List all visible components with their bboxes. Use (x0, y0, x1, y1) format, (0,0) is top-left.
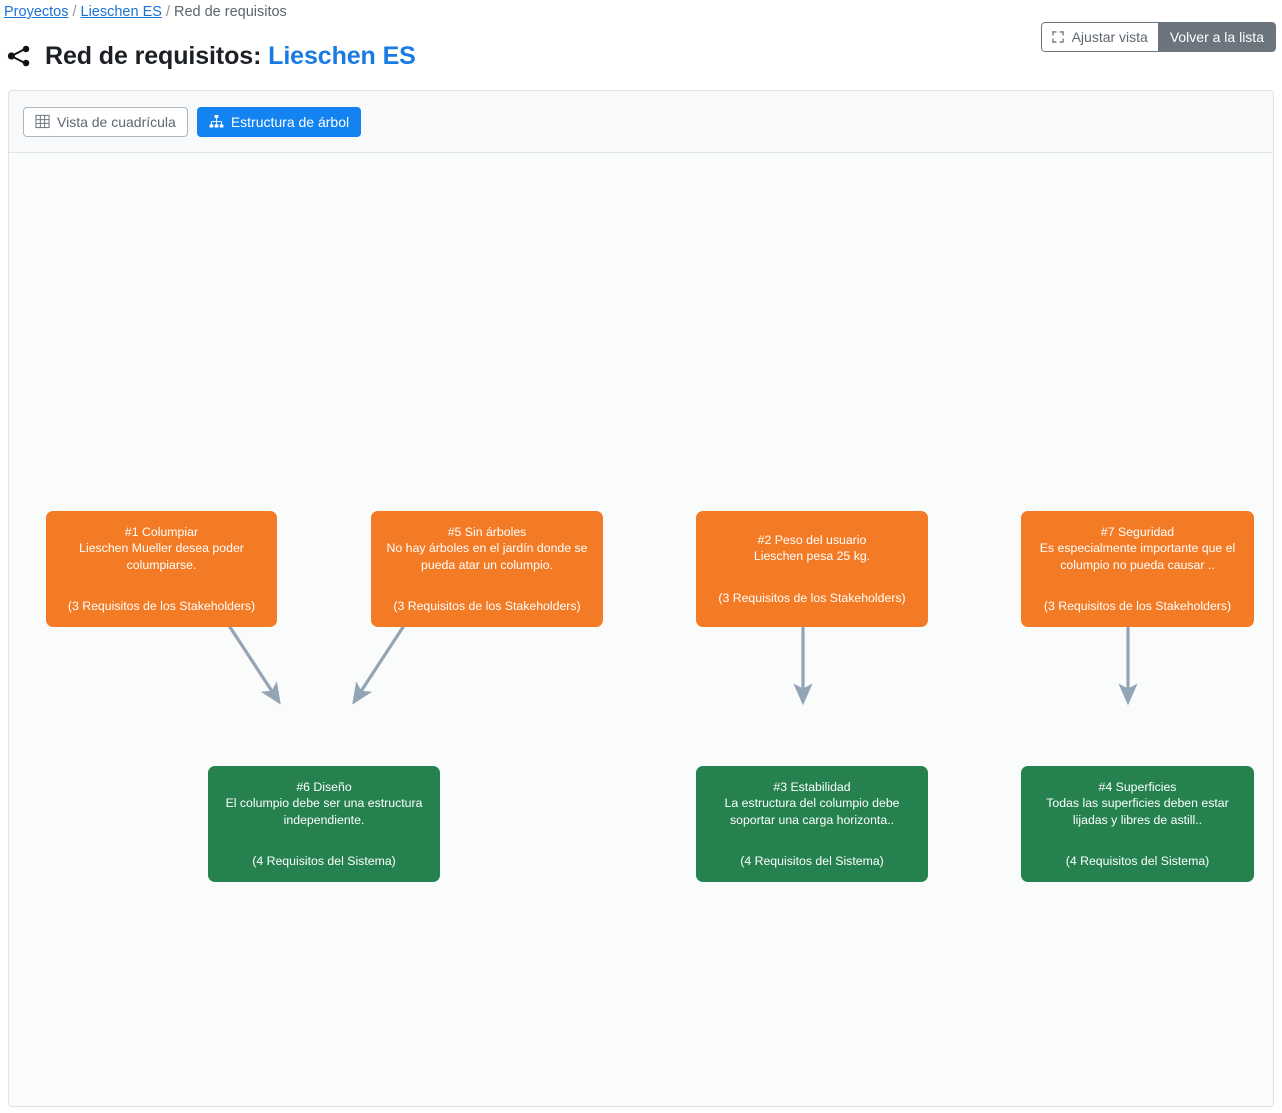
node-requirement-count: (3 Requisitos de los Stakeholders) (1043, 599, 1232, 613)
node-requirement-count: (3 Requisitos de los Stakeholders) (393, 599, 581, 613)
node-requirement-count: (3 Requisitos de los Stakeholders) (67, 599, 256, 613)
node-requirement-count: (3 Requisitos de los Stakeholders) (718, 590, 906, 605)
node-requirement-count: (4 Requisitos del Sistema) (740, 854, 884, 868)
node-title: #7 Seguridad (1100, 524, 1175, 539)
node-title: #5 Sin árboles (447, 524, 527, 539)
node-description: Es especialmente importante que el colum… (1039, 541, 1236, 572)
back-to-list-label: Volver a la lista (1169, 29, 1264, 45)
breadcrumb-separator: / (72, 4, 77, 20)
page-title-project: Lieschen ES (268, 41, 416, 70)
share-network-icon (6, 43, 45, 69)
tree-view-button[interactable]: Estructura de árbol (196, 106, 362, 137)
node-description: El columpio debe ser una estructura inde… (225, 796, 423, 827)
view-mode-toolbar: Vista de cuadrícula Estructura de árbol (9, 91, 1273, 153)
page-header: Red de requisitos: Lieschen ES (6, 38, 416, 74)
node-requirement-count: (4 Requisitos del Sistema) (1065, 854, 1210, 868)
node-title: #1 Columpiar (124, 524, 199, 539)
fit-view-label: Ajustar vista (1071, 29, 1148, 45)
tree-view-label: Estructura de árbol (230, 113, 350, 130)
graph-edges (188, 565, 1138, 706)
node-description: Lieschen Mueller desea poder columpiarse… (79, 541, 244, 572)
breadcrumb-item-lieschen-es[interactable]: Lieschen ES (80, 4, 162, 20)
node-description: No hay árboles en el jardín donde se pue… (386, 541, 588, 572)
node-description: La estructura del columpio debe soportar… (724, 796, 900, 827)
grid-icon (35, 114, 50, 129)
node-title: #3 Estabilidad (773, 779, 851, 794)
page-title-prefix: Red de requisitos: (45, 41, 262, 70)
breadcrumb-item-current: Red de requisitos (173, 4, 287, 20)
page-title: Red de requisitos: Lieschen ES (45, 42, 416, 71)
graph-node-n7[interactable]: #7 Seguridad Es especialmente importante … (1021, 511, 1254, 627)
network-card: Vista de cuadrícula Estructura de árbol (8, 90, 1274, 1107)
breadcrumb-separator-2: / (165, 4, 170, 20)
graph-node-n6[interactable]: #6 Diseño El columpio debe ser una estruc… (208, 766, 440, 882)
graph-node-n3[interactable]: #3 Estabilidad La estructura del columpio… (696, 766, 928, 882)
node-title: #4 Superficies (1098, 779, 1177, 794)
expand-arrows-icon (1051, 30, 1065, 44)
node-description: Todas las superficies deben estar lijada… (1046, 796, 1229, 827)
back-to-list-button[interactable]: Volver a la lista (1157, 22, 1276, 52)
breadcrumb: Proyectos/Lieschen ES/Red de requisitos (4, 2, 287, 22)
grid-view-label: Vista de cuadrícula (57, 113, 176, 130)
node-title: #2 Peso del usuario (757, 532, 867, 547)
node-requirement-count: (4 Requisitos del Sistema) (252, 854, 396, 868)
view-actions-group: Ajustar vista Volver a la lista (1040, 22, 1276, 52)
fit-view-button[interactable]: Ajustar vista (1040, 22, 1158, 52)
breadcrumb-item-proyectos[interactable]: Proyectos (4, 4, 69, 20)
grid-view-button[interactable]: Vista de cuadrícula (23, 106, 188, 137)
graph-node-n5[interactable]: #5 Sin árboles No hay árboles en el jardí… (371, 511, 603, 627)
tree-structure-icon (209, 114, 224, 129)
node-title: #6 Diseño (296, 779, 352, 794)
node-description: Lieschen pesa 25 kg. (753, 549, 871, 564)
